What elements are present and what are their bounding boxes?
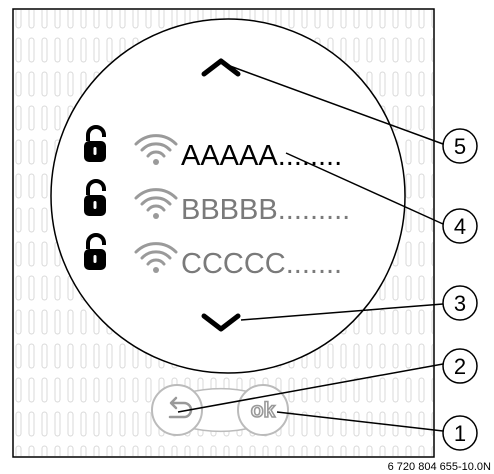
back-button[interactable] [151, 384, 203, 436]
network-row-2[interactable]: BBBBB......... [84, 179, 350, 226]
leader-line-1 [276, 411, 444, 432]
ok-label: ok [251, 399, 276, 422]
callout-1: 1 [442, 415, 478, 451]
callout-number: 4 [454, 214, 466, 239]
leader-line-3 [240, 303, 444, 321]
scroll-down-icon[interactable] [201, 313, 241, 332]
button-cluster: ok [151, 384, 289, 436]
lock-icon [84, 179, 106, 216]
leader-lines [177, 65, 444, 432]
ok-button[interactable] [237, 384, 289, 436]
callout-number: 5 [454, 134, 466, 159]
callout-number: 3 [454, 291, 466, 316]
lock-icon [84, 233, 106, 270]
network-name: CCCCC....... [181, 248, 342, 280]
wifi-icon [134, 242, 178, 273]
scroll-up-icon[interactable] [201, 58, 241, 77]
wifi-icon [134, 188, 178, 219]
callout-2: 2 [442, 348, 478, 384]
callout-number: 1 [454, 421, 466, 446]
figure-id: 6 720 804 655-10.0N [388, 461, 491, 473]
network-row-3[interactable]: CCCCC....... [84, 233, 342, 280]
leader-line-4 [285, 152, 444, 225]
leader-line-5 [229, 65, 444, 145]
leader-line-2 [177, 363, 444, 413]
lock-icon [84, 125, 106, 162]
callout-4: 4 [442, 208, 478, 244]
display-screen [50, 18, 406, 374]
callout-3: 3 [442, 285, 478, 321]
network-name: BBBBB......... [181, 194, 350, 226]
callout-5: 5 [442, 128, 478, 164]
wifi-icon [134, 134, 178, 165]
callout-number: 2 [454, 354, 466, 379]
